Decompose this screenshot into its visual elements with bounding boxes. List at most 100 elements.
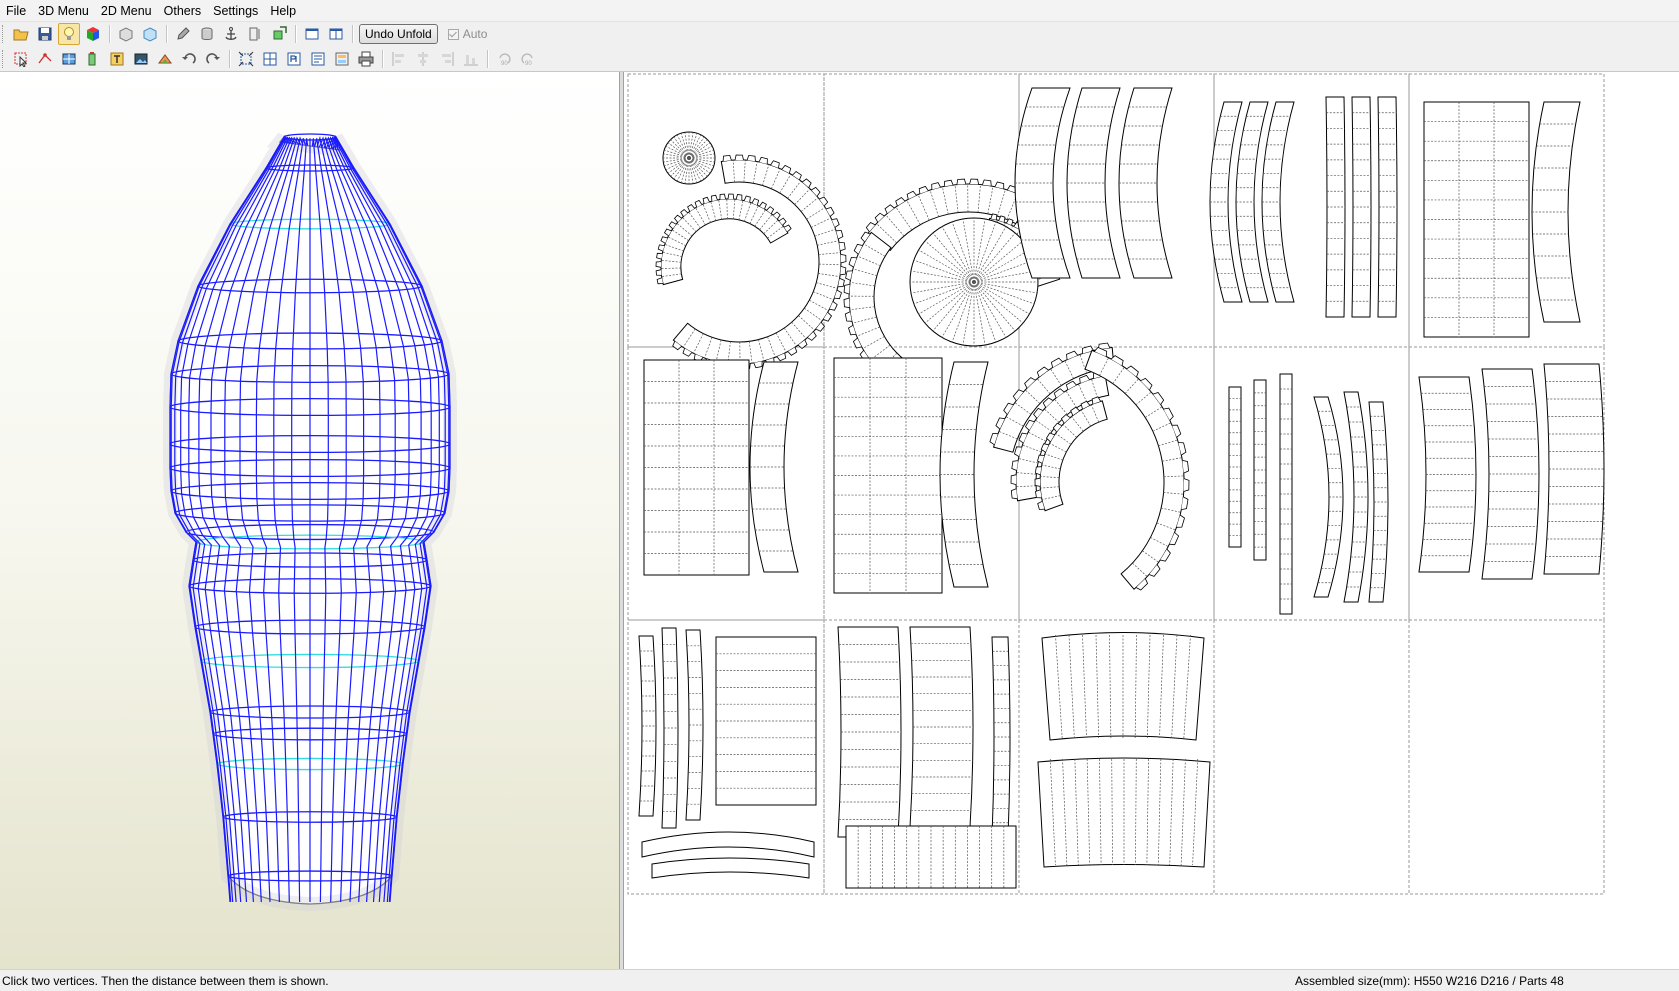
fold-line bbox=[688, 157, 698, 183]
cylinder-icon[interactable] bbox=[196, 23, 218, 45]
toolbar-grip[interactable] bbox=[2, 50, 6, 68]
glue-tab bbox=[834, 289, 842, 300]
glue-tab bbox=[990, 213, 998, 220]
toolbar-grip[interactable] bbox=[2, 25, 6, 43]
glue-tab bbox=[989, 433, 998, 446]
glue-tab bbox=[1082, 345, 1094, 354]
fold-line bbox=[688, 157, 714, 167]
auto-checkbox[interactable]: Auto bbox=[447, 27, 487, 41]
model-edge bbox=[314, 138, 347, 903]
glue-tab bbox=[840, 266, 847, 276]
pencil-icon[interactable] bbox=[172, 23, 194, 45]
fold-line bbox=[1192, 758, 1199, 866]
glue-tab bbox=[1014, 446, 1022, 457]
grid-icon[interactable] bbox=[259, 48, 281, 70]
align-left-icon[interactable] bbox=[388, 48, 410, 70]
page-number-icon[interactable] bbox=[283, 48, 305, 70]
pane-splitter[interactable] bbox=[619, 72, 624, 969]
fold-line bbox=[1080, 409, 1091, 427]
toolbar-separator bbox=[229, 50, 230, 68]
3d-model-wireframe[interactable] bbox=[0, 72, 619, 969]
fold-line bbox=[962, 218, 975, 283]
single-window-icon[interactable] bbox=[301, 23, 323, 45]
fold-line bbox=[688, 134, 702, 159]
align-center-icon[interactable] bbox=[412, 48, 434, 70]
image-icon[interactable] bbox=[130, 48, 152, 70]
glue-tab bbox=[807, 331, 817, 341]
menu-2d[interactable]: 2D Menu bbox=[100, 4, 152, 18]
glue-tab bbox=[848, 256, 857, 268]
split-window-icon[interactable] bbox=[325, 23, 347, 45]
model-edge bbox=[318, 136, 381, 903]
glue-tab bbox=[1163, 407, 1174, 421]
rotate-90-icon[interactable]: 90 bbox=[493, 48, 515, 70]
unfolded-pattern[interactable] bbox=[624, 72, 1679, 969]
rotate-minus-90-icon[interactable]: 90 bbox=[517, 48, 539, 70]
glue-tab bbox=[1060, 414, 1071, 424]
cube-arrow-icon[interactable] bbox=[268, 23, 290, 45]
menu-file[interactable]: File bbox=[6, 4, 27, 18]
3d-viewport[interactable] bbox=[0, 72, 619, 969]
glue-tab bbox=[1148, 564, 1161, 577]
menu-others[interactable]: Others bbox=[163, 4, 202, 18]
box-flat-icon[interactable] bbox=[139, 23, 161, 45]
menu-3d[interactable]: 3D Menu bbox=[38, 4, 89, 18]
glue-tab bbox=[753, 361, 763, 369]
glue-tab bbox=[994, 181, 1005, 189]
glue-tab bbox=[874, 212, 885, 223]
fold-line bbox=[973, 281, 986, 346]
texture-icon[interactable] bbox=[58, 48, 80, 70]
save-icon[interactable] bbox=[34, 23, 56, 45]
align-right-icon[interactable] bbox=[436, 48, 458, 70]
glue-tab bbox=[1160, 548, 1171, 562]
glue-tab bbox=[797, 339, 808, 350]
glue-tab bbox=[783, 224, 792, 233]
menu-settings[interactable]: Settings bbox=[213, 4, 259, 18]
paint-bucket-icon[interactable] bbox=[82, 48, 104, 70]
snap-icon[interactable] bbox=[235, 48, 257, 70]
rotate-left-icon[interactable] bbox=[178, 48, 200, 70]
layout-icon[interactable] bbox=[331, 48, 353, 70]
glue-tab bbox=[1037, 500, 1045, 510]
print-preview-icon[interactable] bbox=[307, 48, 329, 70]
glue-tab bbox=[668, 221, 677, 230]
fold-line bbox=[973, 281, 1035, 305]
fold-line bbox=[684, 132, 690, 159]
fold-line bbox=[932, 232, 975, 283]
open-folder-icon[interactable] bbox=[10, 23, 32, 45]
model-edge bbox=[316, 135, 365, 903]
menu-help[interactable]: Help bbox=[270, 4, 297, 18]
part-band bbox=[848, 231, 906, 381]
fold-line bbox=[973, 232, 1016, 283]
fold-line bbox=[813, 291, 834, 301]
glue-tab bbox=[1024, 377, 1036, 389]
select-vertex-icon[interactable] bbox=[34, 48, 56, 70]
anchor-icon[interactable] bbox=[220, 23, 242, 45]
box-shaded-icon[interactable] bbox=[115, 23, 137, 45]
glue-tab bbox=[792, 170, 802, 180]
printer-icon[interactable] bbox=[355, 48, 377, 70]
select-arrow-icon[interactable] bbox=[10, 48, 32, 70]
fold-line bbox=[1041, 464, 1061, 470]
toolbar-separator bbox=[166, 25, 167, 43]
undo-unfold-button[interactable]: Undo Unfold bbox=[359, 24, 438, 44]
mirror-icon[interactable] bbox=[244, 23, 266, 45]
glue-tab bbox=[1010, 474, 1017, 485]
part-strip bbox=[641, 831, 815, 858]
rotate-right-icon[interactable] bbox=[202, 48, 224, 70]
fold-line bbox=[1049, 758, 1056, 866]
light-bulb-icon[interactable] bbox=[58, 23, 80, 45]
fold-line bbox=[670, 157, 690, 177]
fold-line bbox=[704, 337, 713, 359]
glue-tab bbox=[1066, 350, 1079, 360]
color-cube-icon[interactable] bbox=[82, 23, 104, 45]
fold-line bbox=[910, 270, 975, 283]
fold-line bbox=[1157, 758, 1162, 866]
text-tool-icon[interactable] bbox=[106, 48, 128, 70]
auto-check-box[interactable] bbox=[447, 28, 459, 40]
fold-edge-icon[interactable] bbox=[154, 48, 176, 70]
2d-unfold-viewport[interactable] bbox=[624, 72, 1679, 969]
align-top-icon[interactable] bbox=[460, 48, 482, 70]
glue-tab bbox=[836, 230, 844, 240]
fold-line bbox=[876, 223, 897, 244]
